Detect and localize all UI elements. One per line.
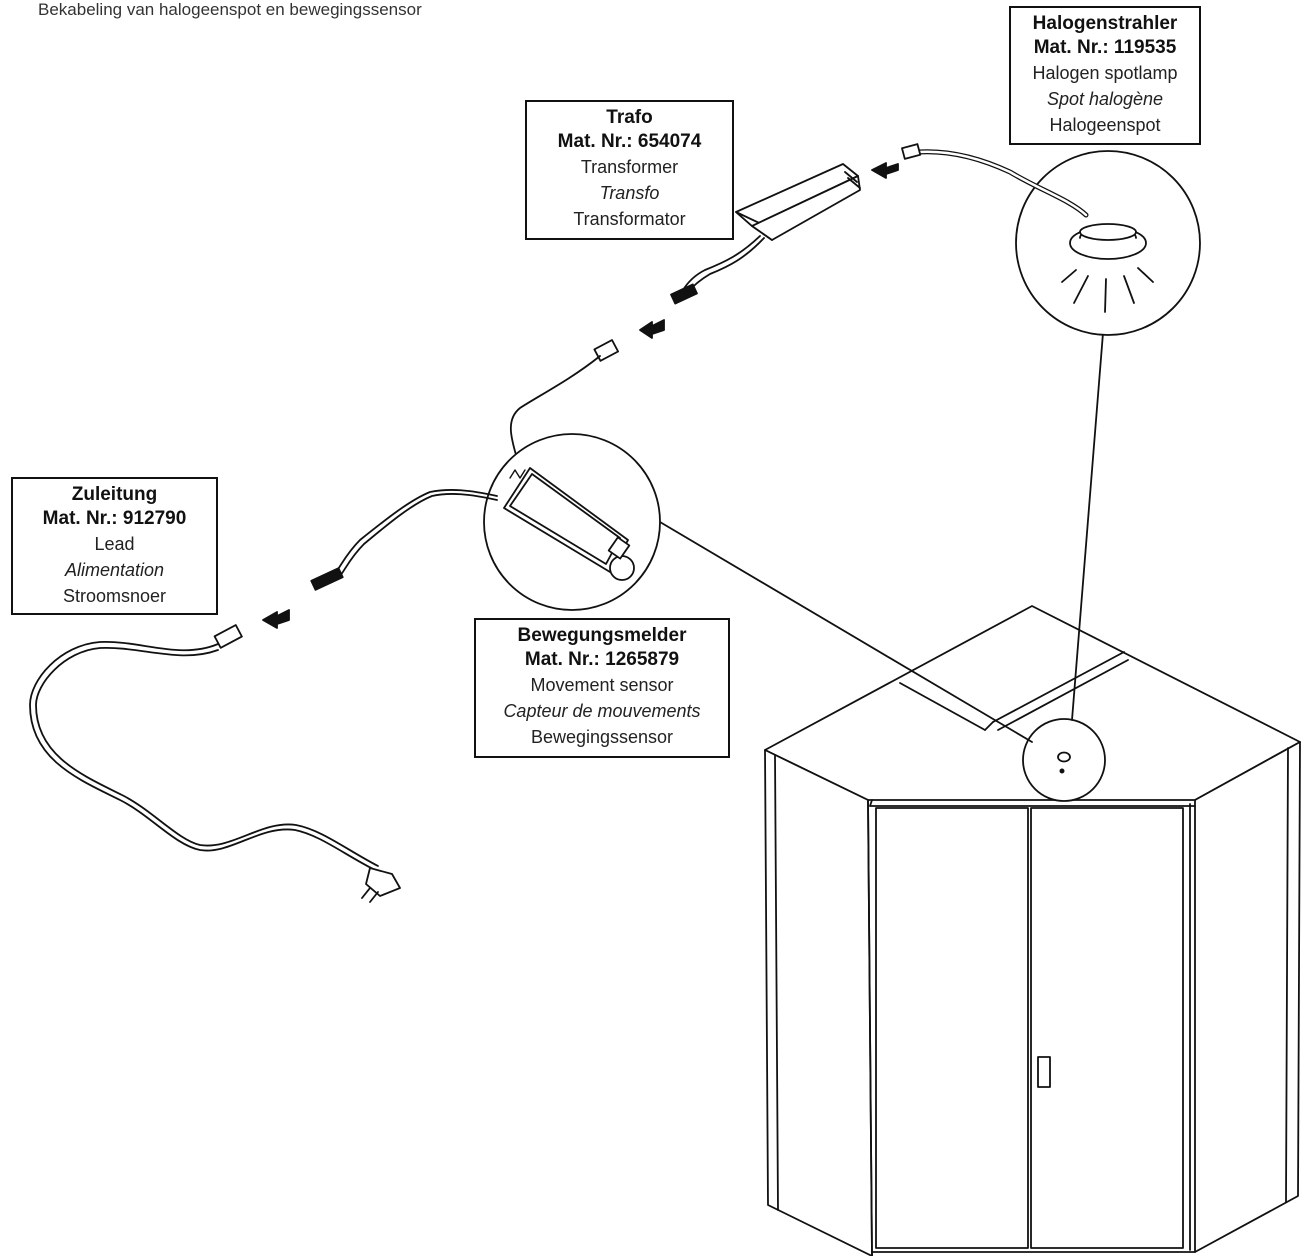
cabinet-left-side [764, 749, 873, 1256]
trafo-matnr: Mat. Nr.: 654074 [557, 131, 702, 152]
label-motion-sensor: Bewegungsmelder Mat. Nr.: 1265879 Moveme… [474, 618, 730, 758]
mains-lead [29, 641, 401, 903]
halogen-en: Halogen spotlamp [1032, 63, 1178, 83]
halogen-nl: Halogeenspot [1049, 115, 1161, 135]
sensor-matnr: Mat. Nr.: 1265879 [524, 649, 680, 670]
sensor-title: Bewegungsmelder [517, 625, 687, 646]
label-transformer: Trafo Mat. Nr.: 654074 Transformer Trans… [525, 100, 734, 240]
halogen-matnr: Mat. Nr.: 119535 [1033, 37, 1177, 58]
halogen-leader-line [1071, 332, 1104, 721]
cabinet-right-side [1194, 741, 1301, 1253]
lead-fr: Alimentation [64, 560, 165, 580]
lead-nl: Stroomsnoer [62, 586, 167, 606]
trafo-fr: Transfo [599, 183, 660, 203]
corner-cabinet [764, 605, 1301, 1256]
trafo-en: Transformer [580, 157, 679, 177]
lead-title: Zuleitung [71, 484, 158, 505]
sensor-nl: Bewegingssensor [530, 727, 674, 747]
trafo-nl: Transformator [573, 209, 686, 229]
lead-matnr: Mat. Nr.: 912790 [42, 508, 187, 529]
trafo-title: Trafo [606, 107, 653, 128]
cabinet-left-door [875, 807, 1029, 1249]
sensor-fr: Capteur de mouvements [503, 701, 701, 721]
lead-en: Lead [94, 534, 135, 554]
spot-location-circle [1022, 718, 1106, 802]
transformer-device [593, 163, 861, 362]
label-lead: Zuleitung Mat. Nr.: 912790 Lead Alimenta… [11, 477, 218, 615]
diagram-caption: Bekabeling van halogeenspot en bewegings… [38, 0, 422, 19]
cabinet-right-door [1030, 807, 1184, 1249]
sensor-en: Movement sensor [530, 675, 674, 695]
halogen-fr: Spot halogène [1046, 89, 1164, 109]
label-halogen-spot: Halogenstrahler Mat. Nr.: 119535 Halogen… [1009, 6, 1201, 145]
halogen-spot-detail [871, 143, 1201, 336]
motion-sensor-detail [334, 433, 661, 611]
door-handle [1037, 1056, 1051, 1088]
sensor-leader-line [659, 521, 1033, 743]
halogen-title: Halogenstrahler [1032, 13, 1178, 34]
